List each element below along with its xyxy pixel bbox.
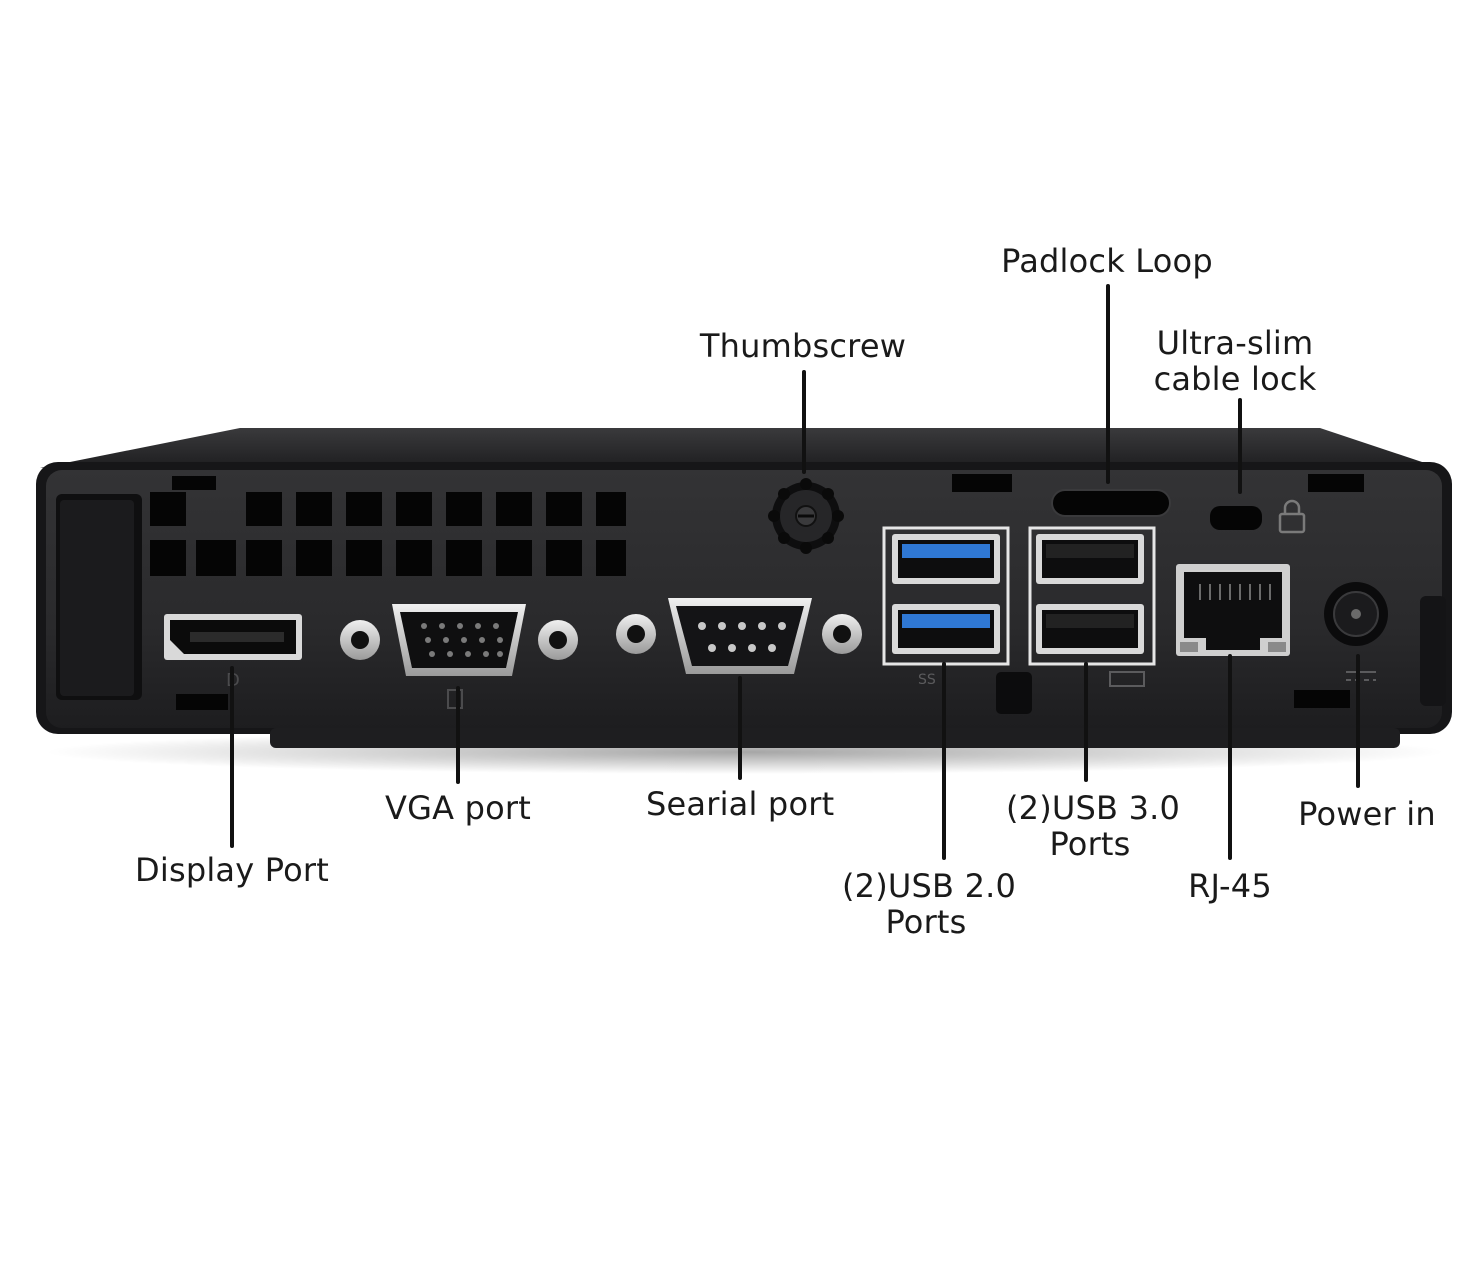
- padlock-loop-part: [1051, 489, 1171, 517]
- label-rj45: RJ-45: [1188, 867, 1272, 905]
- usb-stack-left: SS: [882, 526, 1010, 688]
- label-power-in: Power in: [1298, 795, 1436, 833]
- thumbscrew-part: [768, 478, 844, 554]
- leader-lines: [230, 284, 1360, 860]
- power-in-connector: [1324, 582, 1388, 681]
- chassis-top: [40, 428, 1440, 468]
- vga-connector: [340, 604, 578, 709]
- label-usb20: (2)USB 2.0 Ports: [842, 867, 1017, 941]
- usb-stack-right: [1028, 526, 1156, 687]
- label-thumbscrew: Thumbscrew: [699, 327, 907, 365]
- svg-text:SS: SS: [918, 672, 936, 688]
- label-padlock-loop: Padlock Loop: [1001, 242, 1213, 280]
- displayport-connector: D: [164, 614, 302, 691]
- vent-grid: [150, 474, 1364, 710]
- cable-lock-slot: [1210, 506, 1262, 530]
- label-usb30: (2)USB 3.0 Ports: [1006, 789, 1181, 863]
- right-clip: [1420, 596, 1446, 706]
- label-display-port: Display Port: [135, 851, 329, 889]
- label-serial-port: Searial port: [646, 785, 835, 823]
- label-vga-port: VGA port: [385, 789, 531, 827]
- chassis-foot: [270, 728, 1400, 748]
- rj45-connector: [1176, 564, 1290, 656]
- lock-icon: [1278, 499, 1306, 534]
- label-ultra-slim-cable-lock: Ultra-slim cable lock: [1153, 324, 1317, 398]
- serial-connector: [616, 598, 862, 674]
- release-tab: [996, 672, 1032, 714]
